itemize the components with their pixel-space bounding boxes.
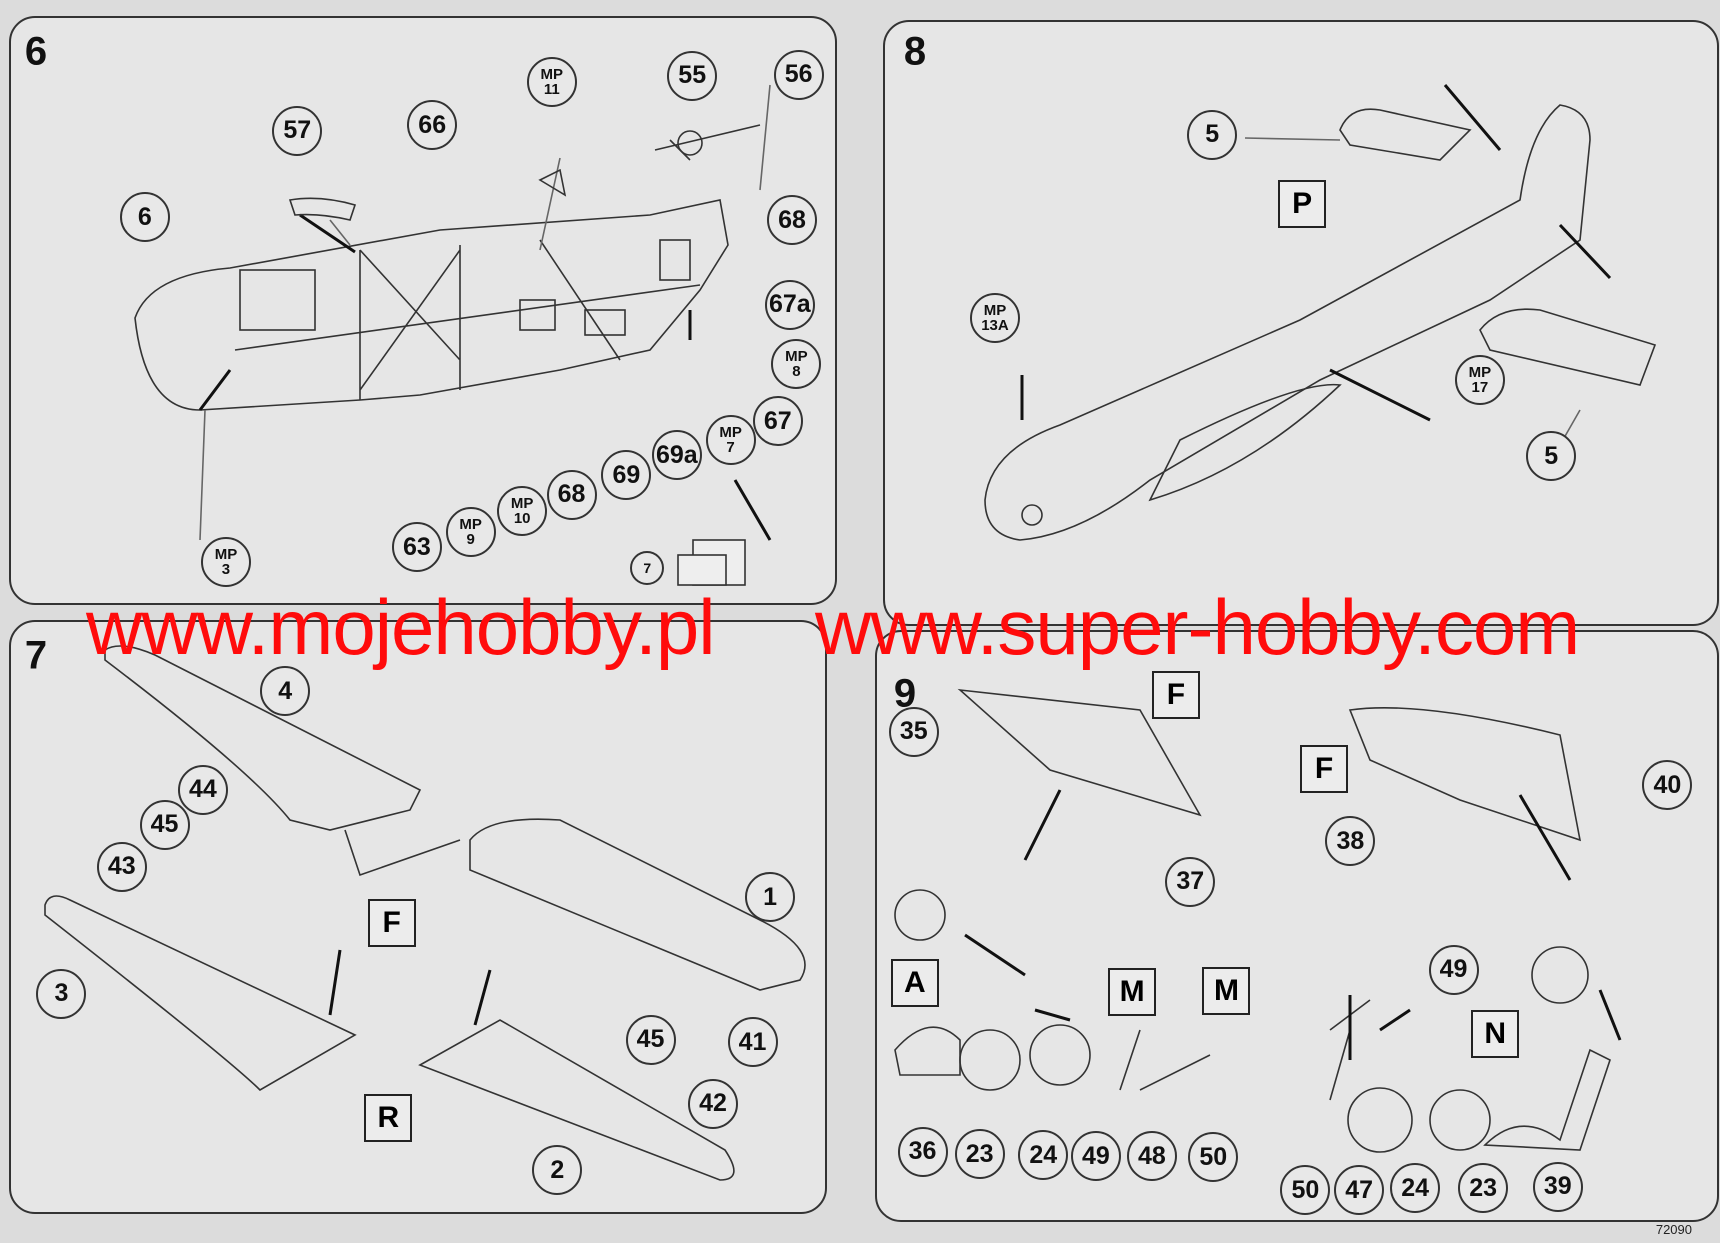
part-callout: MP 8 bbox=[771, 339, 822, 390]
part-callout: 40 bbox=[1642, 760, 1693, 811]
part-callout: 36 bbox=[897, 1126, 948, 1177]
decal-letter-box: R bbox=[364, 1093, 413, 1142]
part-callout: 55 bbox=[667, 50, 718, 101]
part-callout: 42 bbox=[688, 1078, 739, 1129]
part-callout: MP 9 bbox=[445, 507, 496, 558]
part-callout: 49 bbox=[1428, 944, 1479, 995]
part-callout: 69 bbox=[601, 450, 652, 500]
part-callout: 45 bbox=[139, 799, 190, 850]
part-callout: 39 bbox=[1532, 1161, 1583, 1212]
part-callout: 68 bbox=[767, 195, 818, 246]
part-callout: 38 bbox=[1325, 816, 1376, 867]
part-callout: 5 bbox=[1187, 109, 1238, 160]
step-9-panel bbox=[875, 630, 1719, 1222]
part-callout: 7 bbox=[630, 551, 665, 586]
part-callout: 67 bbox=[752, 396, 803, 447]
part-callout: 41 bbox=[727, 1017, 778, 1068]
part-callout: MP 11 bbox=[526, 57, 577, 108]
step-8-panel bbox=[883, 20, 1719, 626]
decal-letter-box: P bbox=[1278, 180, 1327, 229]
part-callout: 24 bbox=[1018, 1130, 1069, 1181]
aircraft-fuselage-drawing bbox=[984, 104, 1657, 541]
sheet-code: 72090 bbox=[1655, 1222, 1692, 1237]
part-callout: 6 bbox=[119, 192, 170, 243]
part-callout: 45 bbox=[625, 1014, 676, 1065]
part-callout: 66 bbox=[407, 100, 458, 151]
part-callout: 43 bbox=[96, 841, 147, 892]
decal-letter-box: N bbox=[1471, 1010, 1520, 1059]
part-callout: 63 bbox=[391, 522, 442, 573]
decal-letter-box: F bbox=[367, 898, 416, 947]
part-callout: 56 bbox=[773, 49, 824, 100]
part-callout: 44 bbox=[177, 764, 228, 815]
part-callout: 68 bbox=[546, 469, 597, 520]
part-callout: 50 bbox=[1280, 1165, 1331, 1216]
part-callout: MP 17 bbox=[1454, 354, 1505, 405]
watermark-super-hobby: www.super-hobby.com bbox=[815, 583, 1580, 671]
part-callout: MP 13A bbox=[969, 293, 1020, 344]
landing-gear-drawings bbox=[894, 688, 1611, 1153]
part-callout: 23 bbox=[1458, 1163, 1509, 1214]
step-number: 6 bbox=[24, 29, 48, 74]
part-callout: 5 bbox=[1526, 431, 1577, 482]
part-callout: 69a bbox=[651, 430, 702, 481]
part-callout: 50 bbox=[1188, 1132, 1239, 1183]
part-callout: 24 bbox=[1390, 1163, 1441, 1214]
part-callout: MP 7 bbox=[705, 414, 756, 465]
watermark-mojehobby: www.mojehobby.pl bbox=[86, 583, 716, 671]
part-callout: 37 bbox=[1165, 856, 1216, 907]
decal-letter-box: A bbox=[890, 958, 939, 1007]
part-callout: 49 bbox=[1070, 1131, 1121, 1182]
part-callout: 1 bbox=[745, 872, 796, 923]
part-callout: 48 bbox=[1126, 1131, 1177, 1182]
decal-letter-box: F bbox=[1300, 744, 1349, 793]
decal-letter-box: F bbox=[1151, 671, 1200, 720]
decal-letter-box: M bbox=[1108, 967, 1157, 1016]
step-number: 7 bbox=[24, 633, 48, 678]
part-callout: 23 bbox=[954, 1129, 1005, 1180]
decal-letter-box: M bbox=[1202, 966, 1251, 1015]
step-number: 8 bbox=[903, 29, 927, 74]
part-callout: 3 bbox=[36, 968, 87, 1019]
part-callout: 47 bbox=[1334, 1165, 1385, 1216]
part-callout: 2 bbox=[532, 1145, 583, 1196]
part-callout: 57 bbox=[272, 105, 323, 156]
part-callout: 35 bbox=[888, 706, 939, 757]
part-callout: 67a bbox=[764, 279, 815, 330]
fuselage-interior-drawing bbox=[134, 199, 729, 411]
part-callout: MP 3 bbox=[200, 536, 251, 587]
part-callout: 4 bbox=[260, 666, 311, 717]
part-callout: MP 10 bbox=[497, 486, 548, 537]
step-number: 9 bbox=[893, 671, 917, 716]
